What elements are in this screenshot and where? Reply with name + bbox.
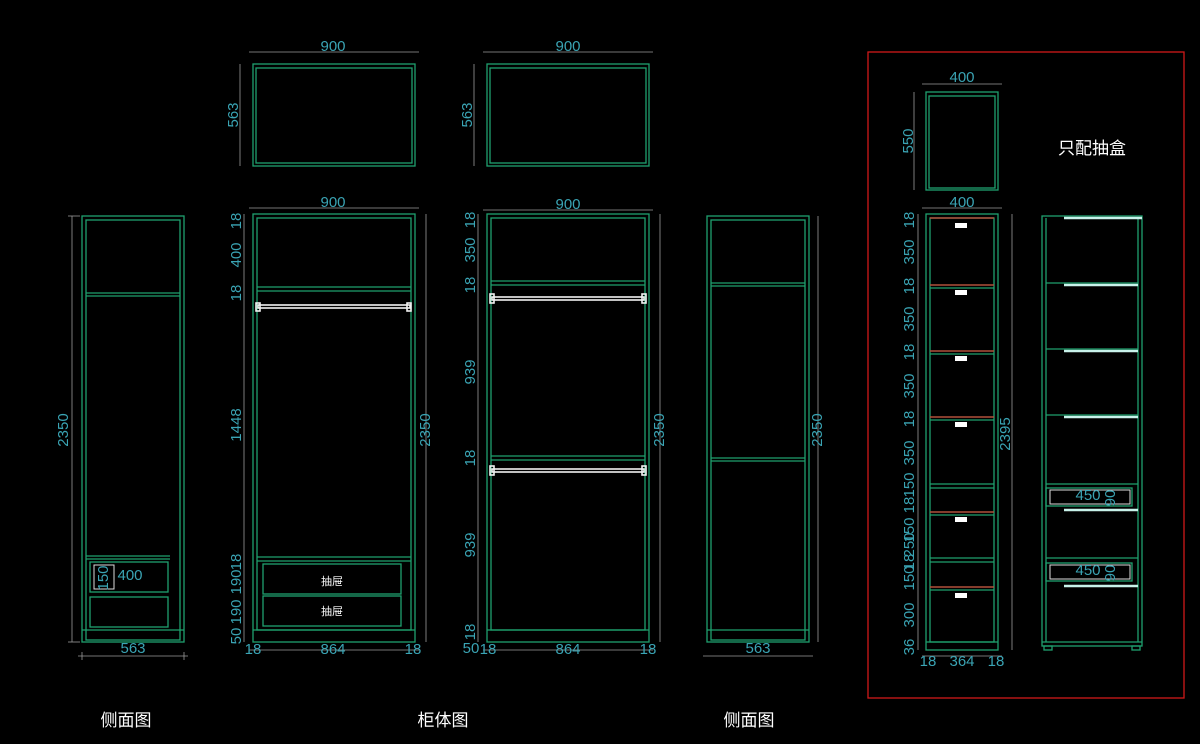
unit-seg-0: 18 bbox=[901, 212, 918, 229]
front1-seg-3: 1448 bbox=[228, 408, 245, 441]
front2-top-width-dim: 900 bbox=[555, 38, 580, 55]
unit-seg-10: 150 bbox=[901, 517, 918, 542]
side-view-left: 2350 563 400 150 bbox=[55, 215, 188, 660]
front2-height-dim: 2350 bbox=[651, 413, 668, 446]
front2-bottom-0: 18 bbox=[480, 641, 497, 658]
unit-drawer-height-1: 90 bbox=[1102, 490, 1119, 507]
front2-seg-0: 18 bbox=[462, 212, 479, 229]
unit-bottom-2: 18 bbox=[988, 653, 1005, 670]
front1-seg-6: 190 bbox=[228, 599, 245, 624]
front-view-1: 900 563 抽屉 抽屉 900 2350 18 400 18 1448 18… bbox=[225, 38, 434, 658]
front2-seg-2: 18 bbox=[462, 277, 479, 294]
front2-seg-7: 50 bbox=[463, 640, 480, 657]
front2-seg-3: 939 bbox=[462, 359, 479, 384]
unit-width-dim: 400 bbox=[949, 194, 974, 211]
unit-seg-11: 250 bbox=[901, 532, 918, 557]
unit-top-width-dim: 400 bbox=[949, 69, 974, 86]
side-left-drawer-height-dim: 150 bbox=[95, 565, 112, 590]
front2-seg-6: 18 bbox=[462, 624, 479, 641]
front1-bottom-0: 18 bbox=[245, 641, 262, 658]
unit-seg-12: 18 bbox=[901, 554, 918, 571]
unit-seg-15: 36 bbox=[901, 639, 918, 656]
unit-seg-5: 350 bbox=[901, 373, 918, 398]
front2-seg-1: 350 bbox=[462, 237, 479, 262]
front2-top-depth-dim: 563 bbox=[459, 102, 476, 127]
unit-drawer-width-2: 450 bbox=[1075, 562, 1100, 579]
side-view-right: 2350 563 bbox=[703, 215, 826, 657]
front2-bottom-2: 18 bbox=[640, 641, 657, 658]
front1-top-depth-dim: 563 bbox=[225, 102, 242, 127]
front1-top-width-dim: 900 bbox=[320, 38, 345, 55]
unit-title: 只配抽盒 bbox=[1058, 139, 1126, 159]
front1-bottom-1: 864 bbox=[320, 641, 345, 658]
unit-seg-1: 350 bbox=[901, 239, 918, 264]
unit-height-dim: 2395 bbox=[997, 417, 1014, 450]
front1-seg-0: 18 bbox=[228, 213, 245, 230]
unit-seg-14: 300 bbox=[901, 602, 918, 627]
drawer-unit-frame bbox=[867, 51, 1185, 699]
front1-seg-1: 400 bbox=[228, 242, 245, 267]
front1-width-dim: 900 bbox=[320, 194, 345, 211]
front1-bottom-2: 18 bbox=[405, 641, 422, 658]
side-left-width-dim: 563 bbox=[120, 640, 145, 657]
drawer-label-1: 抽屉 bbox=[321, 574, 343, 588]
front1-height-dim: 2350 bbox=[417, 413, 434, 446]
drawer-unit: 400 550 只配抽盒 400 2395 bbox=[900, 69, 1143, 670]
caption-side-left: 侧面图 bbox=[101, 711, 152, 731]
unit-seg-8: 150 bbox=[901, 472, 918, 497]
front1-seg-4: 18 bbox=[228, 554, 245, 571]
unit-seg-2: 18 bbox=[901, 278, 918, 295]
unit-seg-13: 150 bbox=[901, 565, 918, 590]
unit-seg-4: 18 bbox=[901, 344, 918, 361]
unit-bottom-0: 18 bbox=[920, 653, 937, 670]
unit-top-depth-dim: 550 bbox=[900, 128, 917, 153]
unit-seg-9: 18 bbox=[901, 497, 918, 514]
front2-width-dim: 900 bbox=[555, 196, 580, 213]
unit-seg-7: 350 bbox=[901, 440, 918, 465]
drawer-label-2: 抽屉 bbox=[321, 604, 343, 618]
front1-seg-7: 50 bbox=[228, 628, 245, 645]
side-right-height-dim: 2350 bbox=[809, 413, 826, 446]
unit-bottom-1: 364 bbox=[949, 653, 974, 670]
front-view-2: 900 563 900 2350 18 350 18 939 18 939 18… bbox=[459, 38, 668, 658]
unit-seg-3: 350 bbox=[901, 306, 918, 331]
front2-bottom-1: 864 bbox=[555, 641, 580, 658]
front1-seg-5: 190 bbox=[228, 569, 245, 594]
front2-seg-5: 939 bbox=[462, 532, 479, 557]
unit-seg-6: 18 bbox=[901, 411, 918, 428]
caption-cabinet: 柜体图 bbox=[418, 711, 469, 731]
side-right-width-dim: 563 bbox=[745, 640, 770, 657]
front2-seg-4: 18 bbox=[462, 450, 479, 467]
side-left-drawer-width-dim: 400 bbox=[117, 567, 142, 584]
caption-side-right: 侧面图 bbox=[724, 711, 775, 731]
unit-drawer-width-1: 450 bbox=[1075, 487, 1100, 504]
front1-seg-2: 18 bbox=[228, 285, 245, 302]
unit-drawer-height-2: 90 bbox=[1102, 565, 1119, 582]
side-left-height-dim: 2350 bbox=[55, 413, 72, 446]
